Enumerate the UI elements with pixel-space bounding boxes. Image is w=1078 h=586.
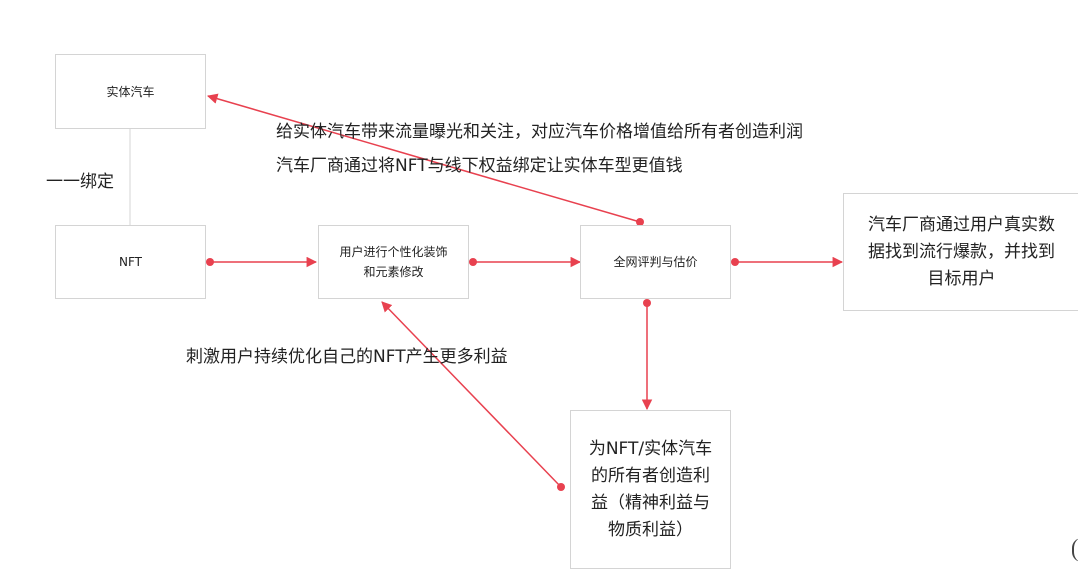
connector-start-dot [469,258,477,266]
label-feedback-line2: 汽车厂商通过将NFT与线下权益绑定让实体车型更值钱 [276,156,683,176]
node-evaluate-label: 全网评判与估价 [613,255,698,269]
node-owner-benefit[interactable]: 为NFT/实体汽车 的所有者创造利 益（精神利益与 物质利益） [570,410,731,569]
node-nft[interactable]: NFT [55,225,206,299]
connector-start-dot [557,483,565,491]
label-binding: 一一绑定 [46,172,114,192]
connector-start-dot [206,258,214,266]
label-feedback-line1: 给实体汽车带来流量曝光和关注，对应汽车价格增值给所有者创造利润 [276,122,803,142]
node-manufacturer-data-label: 汽车厂商通过用户真实数 据找到流行爆款，并找到 目标用户 [868,214,1055,289]
connector-evaluate-to-physical-car [206,93,641,223]
node-customize[interactable]: 用户进行个性化装饰 和元素修改 [318,225,469,299]
node-physical-car[interactable]: 实体汽车 [55,54,206,129]
connector-benefit-to-customize [381,301,562,488]
connector-start-dot [731,258,739,266]
node-manufacturer-data[interactable]: 汽车厂商通过用户真实数 据找到流行爆款，并找到 目标用户 [843,193,1078,311]
partial-shape-edge [1072,538,1078,562]
node-customize-label: 用户进行个性化装饰 和元素修改 [339,245,448,279]
connector-start-dot [636,218,644,226]
node-nft-label: NFT [119,255,142,269]
node-owner-benefit-label: 为NFT/实体汽车 的所有者创造利 益（精神利益与 物质利益） [588,438,713,540]
connector-start-dot [643,299,651,307]
node-evaluate[interactable]: 全网评判与估价 [580,225,731,299]
label-stimulate: 刺激用户持续优化自己的NFT产生更多利益 [186,347,508,367]
node-physical-car-label: 实体汽车 [106,84,155,99]
